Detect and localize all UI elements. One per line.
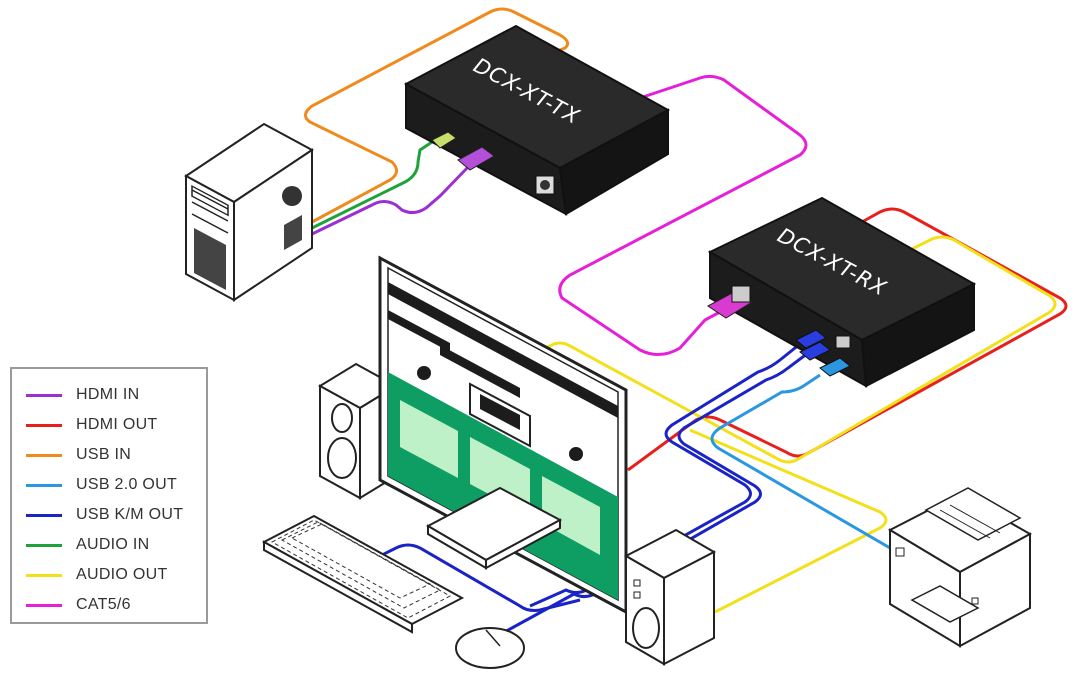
legend-label: HDMI OUT xyxy=(76,416,158,433)
cable-audio-out xyxy=(529,235,1057,464)
transmitter-device: DCX-XT-TX xyxy=(403,24,671,216)
cable-hdmi-in xyxy=(311,163,472,236)
legend-label: USB 2.0 OUT xyxy=(76,476,178,493)
legend-item: AUDIO IN xyxy=(26,534,150,556)
legend-swatch xyxy=(26,573,62,577)
cable-usb-km-out-1 xyxy=(529,338,806,608)
computer-tower-icon xyxy=(184,122,314,302)
legend-item: HDMI OUT xyxy=(26,414,158,436)
cable-audio-in xyxy=(311,136,439,230)
legend-label: HDMI IN xyxy=(76,386,140,403)
right-speaker-icon xyxy=(623,528,717,666)
legend-swatch xyxy=(26,453,62,457)
legend-swatch xyxy=(26,483,62,487)
legend: HDMI IN HDMI OUT USB IN USB 2.0 OUT USB … xyxy=(10,367,208,624)
cable-audio-out-speaker xyxy=(689,428,888,614)
cable-usb-in xyxy=(304,7,570,224)
cable-usb-km-keyboard xyxy=(371,543,581,612)
cable-cat5-6 xyxy=(558,74,808,356)
legend-label: USB K/M OUT xyxy=(76,506,184,523)
mouse-icon xyxy=(455,627,525,669)
legend-item: HDMI IN xyxy=(26,384,139,406)
legend-swatch xyxy=(26,603,62,607)
receiver-device: DCX-XT-RX xyxy=(707,196,977,388)
legend-item: USB 2.0 OUT xyxy=(26,474,177,496)
cable-usb-2-out xyxy=(710,373,891,550)
legend-item: USB IN xyxy=(26,444,131,466)
printer-icon xyxy=(887,487,1033,648)
legend-label: CAT5/6 xyxy=(76,596,131,613)
keyboard-icon xyxy=(261,514,465,634)
legend-item: AUDIO OUT xyxy=(26,564,168,586)
legend-swatch xyxy=(26,543,62,547)
monitor-icon xyxy=(378,255,628,615)
legend-label: AUDIO IN xyxy=(76,536,150,553)
legend-label: USB IN xyxy=(76,446,132,463)
legend-item: USB K/M OUT xyxy=(26,504,183,526)
legend-item: CAT5/6 xyxy=(26,594,131,616)
legend-swatch xyxy=(26,423,62,427)
legend-swatch xyxy=(26,393,62,397)
cable-usb-km-out-2 xyxy=(489,348,813,642)
cable-hdmi-out xyxy=(627,207,1068,472)
legend-swatch xyxy=(26,513,62,517)
legend-label: AUDIO OUT xyxy=(76,566,168,583)
